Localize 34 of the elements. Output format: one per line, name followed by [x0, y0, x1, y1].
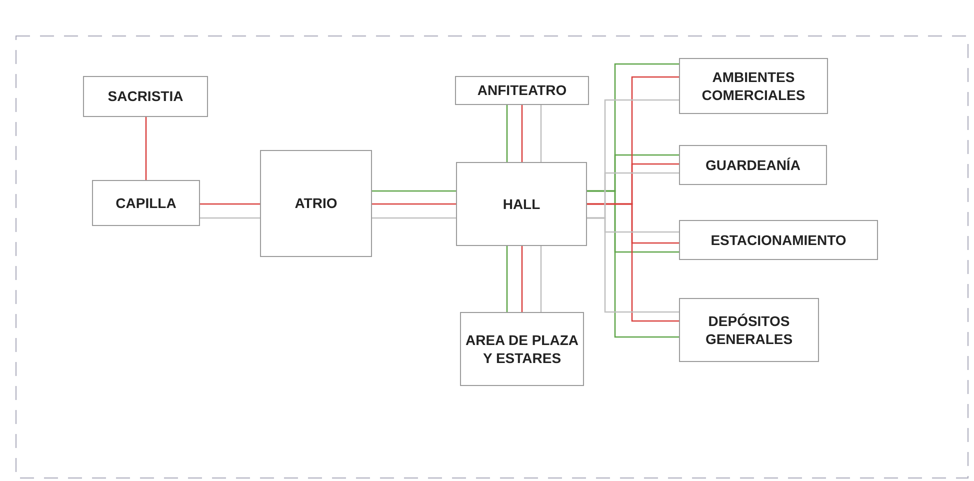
room-box [679, 145, 827, 185]
connector-line [372, 217, 456, 219]
room-label: ESTACIONAMIENTO [710, 230, 846, 250]
connector-line [200, 217, 260, 219]
connector-line [506, 105, 508, 162]
connector-line [200, 203, 260, 205]
room-box [460, 312, 584, 386]
connector-line [521, 105, 523, 162]
room-label: CAPILLA [116, 194, 176, 212]
room-box [679, 220, 878, 260]
room-label: AREA DE PLAZA Y ESTARES [464, 330, 580, 368]
connector-line [145, 117, 147, 180]
connector-line [587, 217, 679, 313]
room-label: GUARDEANÍA [706, 156, 800, 174]
connector-line [521, 246, 523, 312]
room-box [455, 76, 589, 105]
room-label: SACRISTIA [108, 87, 184, 106]
connector-line [540, 246, 542, 312]
room-box [679, 58, 828, 114]
connector-line [587, 190, 679, 338]
room-box [456, 162, 587, 246]
connector-line [372, 190, 456, 192]
connector-line [540, 105, 542, 162]
room-box [83, 76, 208, 117]
connector-line [372, 203, 456, 205]
room-box [92, 180, 200, 226]
room-label: DEPÓSITOS GENERALES [704, 312, 794, 348]
connector-line [587, 203, 679, 322]
room-label: ANFITEATRO [477, 81, 567, 100]
room-label: ATRIO [294, 194, 338, 213]
room-label: AMBIENTES COMERCIALES [700, 68, 806, 104]
room-box [679, 298, 819, 362]
connector-line [506, 246, 508, 312]
room-box [260, 150, 372, 257]
